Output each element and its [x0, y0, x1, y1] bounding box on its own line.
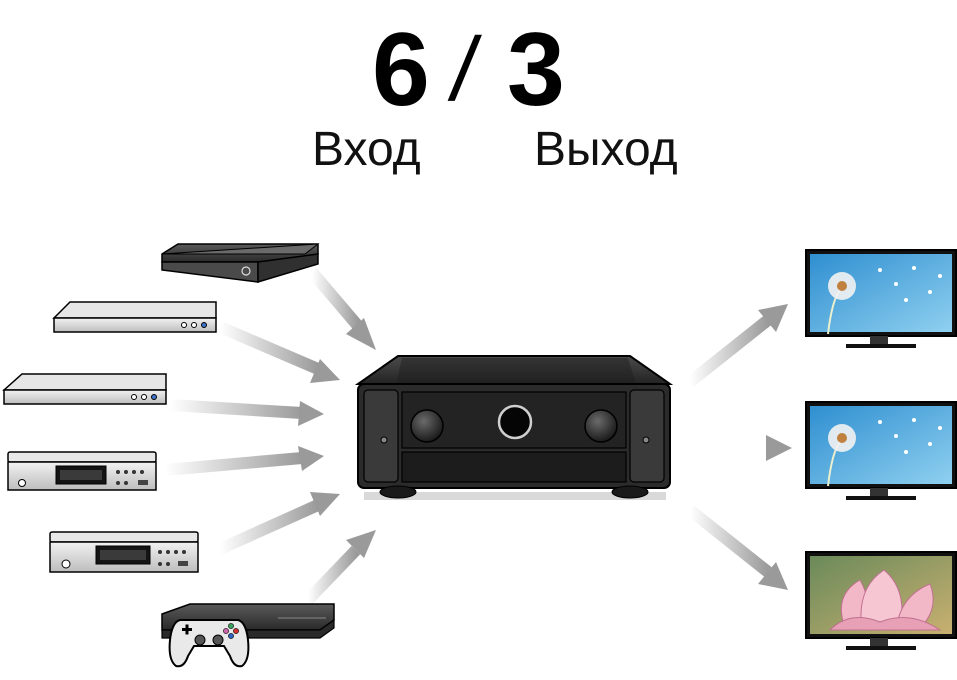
headline: 6 / 3	[0, 8, 957, 122]
outputs-count: 3	[507, 12, 565, 128]
game-console-icon	[161, 603, 335, 668]
out-arrow-3	[686, 505, 788, 590]
dvd-player-icon	[2, 373, 167, 405]
tv-dandelion-icon	[805, 249, 957, 348]
arrow-1	[307, 268, 376, 350]
arrow-3	[169, 399, 324, 426]
output-arrows	[686, 304, 792, 590]
out-arrow-1	[686, 304, 788, 387]
arrow-2	[217, 321, 340, 383]
out-arrow-2	[690, 435, 792, 461]
inputs-count: 6	[372, 12, 430, 128]
av-receiver-icon	[354, 355, 674, 500]
streaming-box-icon	[161, 243, 320, 284]
arrow-5	[217, 492, 340, 555]
blu-ray-player-icon	[52, 301, 217, 333]
inputs-label: Вход	[312, 123, 421, 176]
outputs-label: Выход	[534, 123, 678, 176]
arrow-6	[303, 530, 376, 605]
cd-player-icon	[49, 531, 199, 573]
arrow-4	[164, 446, 324, 476]
cd-player-icon	[7, 451, 157, 491]
tv-lotus-icon	[805, 551, 957, 650]
tv-dandelion-icon	[805, 401, 957, 500]
input-arrows	[164, 268, 376, 605]
